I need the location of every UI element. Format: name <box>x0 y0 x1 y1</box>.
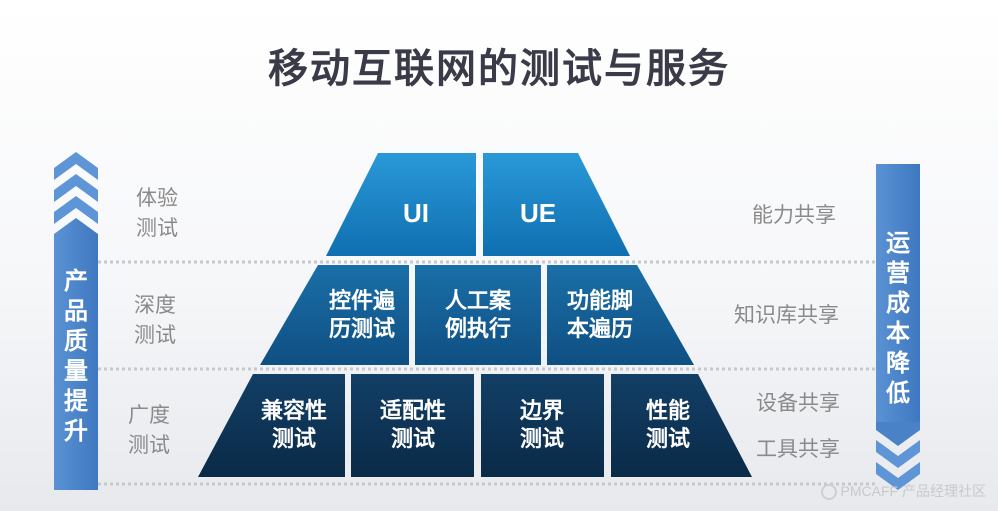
watermark-text: PMCAFF 产品经理社区 <box>840 483 986 499</box>
block-label-ui: UI <box>403 198 429 228</box>
category-breadth-test: 广度 测试 <box>128 403 170 457</box>
block-ue <box>483 153 630 256</box>
share-capability: 能力共享 <box>752 203 836 227</box>
block-script-traversal <box>547 265 694 365</box>
block-adaptation <box>351 374 474 477</box>
block-performance <box>611 374 752 477</box>
block-label-ue: UE <box>520 198 556 228</box>
block-label-adaptation: 适配性测试 <box>380 399 446 452</box>
pmcaff-logo-icon <box>820 484 837 500</box>
share-device: 设备共享 <box>756 391 840 415</box>
share-knowledge-base: 知识库共享 <box>734 303 839 327</box>
page-title: 移动互联网的测试与服务 <box>268 46 730 92</box>
block-label-compatibility: 兼容性测试 <box>261 398 327 452</box>
block-label-manual-cases: 人工案例执行 <box>445 288 512 342</box>
share-tool: 工具共享 <box>756 437 840 461</box>
watermark: PMCAFF 产品经理社区 <box>820 481 986 501</box>
category-depth-test: 深度 测试 <box>134 293 176 347</box>
block-boundary <box>481 374 604 477</box>
block-compatibility <box>198 374 345 477</box>
quality-up-arrow <box>54 152 98 490</box>
block-manual-cases <box>415 265 541 365</box>
block-ui <box>326 153 476 256</box>
block-label-boundary: 边界测试 <box>519 399 564 452</box>
category-experience-test: 体验 测试 <box>136 186 178 240</box>
cost-down-label: 运营成本降低 <box>886 229 910 407</box>
block-label-script-traversal: 功能脚本遍历 <box>567 288 633 342</box>
quality-up-label: 产品质量提升 <box>64 267 88 445</box>
block-widget-traversal <box>260 265 409 365</box>
block-label-widget-traversal: 控件遍历测试 <box>329 288 396 342</box>
cost-down-arrow <box>876 164 920 490</box>
block-label-performance: 性能测试 <box>646 398 690 452</box>
